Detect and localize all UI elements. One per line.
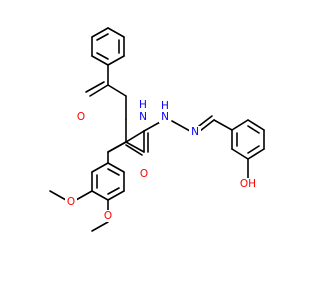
bond — [91, 162, 109, 173]
atom-label-n-imine: N — [191, 126, 199, 138]
bond — [125, 130, 145, 143]
atom-label-background — [102, 210, 114, 222]
bond — [107, 187, 120, 195]
bond — [125, 144, 143, 156]
atom-label-background — [189, 126, 201, 138]
atom-label-o-methoxy-1: O — [67, 196, 75, 208]
bond — [247, 145, 260, 154]
bond — [171, 120, 191, 132]
bond — [107, 84, 127, 97]
bond — [107, 190, 125, 201]
bond — [91, 221, 109, 232]
atom-label-o-benzoyl: O — [77, 111, 85, 123]
bond — [107, 168, 120, 176]
atom-label-o-methoxy-2: O — [104, 210, 112, 222]
structure-canvas: O N H O N H N OH O O — [49, 27, 265, 232]
atom-label-oh-phenol: OH — [240, 178, 256, 190]
atom-label-background — [138, 168, 150, 180]
atom-label-background — [238, 178, 258, 190]
bond — [231, 119, 249, 131]
bond — [91, 27, 109, 38]
atom-label-background — [65, 196, 77, 208]
atom-label-background — [137, 111, 149, 123]
bond — [231, 148, 249, 160]
atom-label-n-hydrazide: N — [161, 111, 169, 123]
bond — [213, 119, 233, 131]
bond — [198, 115, 213, 127]
bond — [247, 119, 265, 131]
bond — [107, 27, 125, 38]
bond — [199, 119, 215, 132]
atom-label-o-hydrazide: O — [140, 168, 148, 180]
bond-layer — [49, 27, 265, 232]
bond — [91, 190, 109, 201]
bond — [125, 141, 145, 153]
bond — [49, 190, 67, 201]
bond — [91, 55, 109, 66]
bond — [85, 81, 105, 93]
bond — [107, 55, 125, 66]
atom-label-background — [75, 111, 87, 123]
molecule-structure: O N H O N H N OH O O — [49, 27, 265, 232]
bond — [75, 190, 93, 201]
atom-label-background — [159, 111, 171, 123]
bond — [247, 125, 260, 134]
bond — [107, 141, 127, 153]
bond — [247, 148, 265, 160]
atom-label-h-amide: H — [139, 99, 147, 111]
atom-label-n-amide: N — [139, 111, 147, 123]
atom-label-h-hydrazide: H — [161, 100, 169, 112]
atom-label-layer: O N H O N H N OH O O — [65, 99, 258, 222]
bond — [89, 84, 109, 97]
bond — [107, 162, 125, 173]
bond — [96, 52, 109, 60]
bond — [96, 33, 109, 41]
